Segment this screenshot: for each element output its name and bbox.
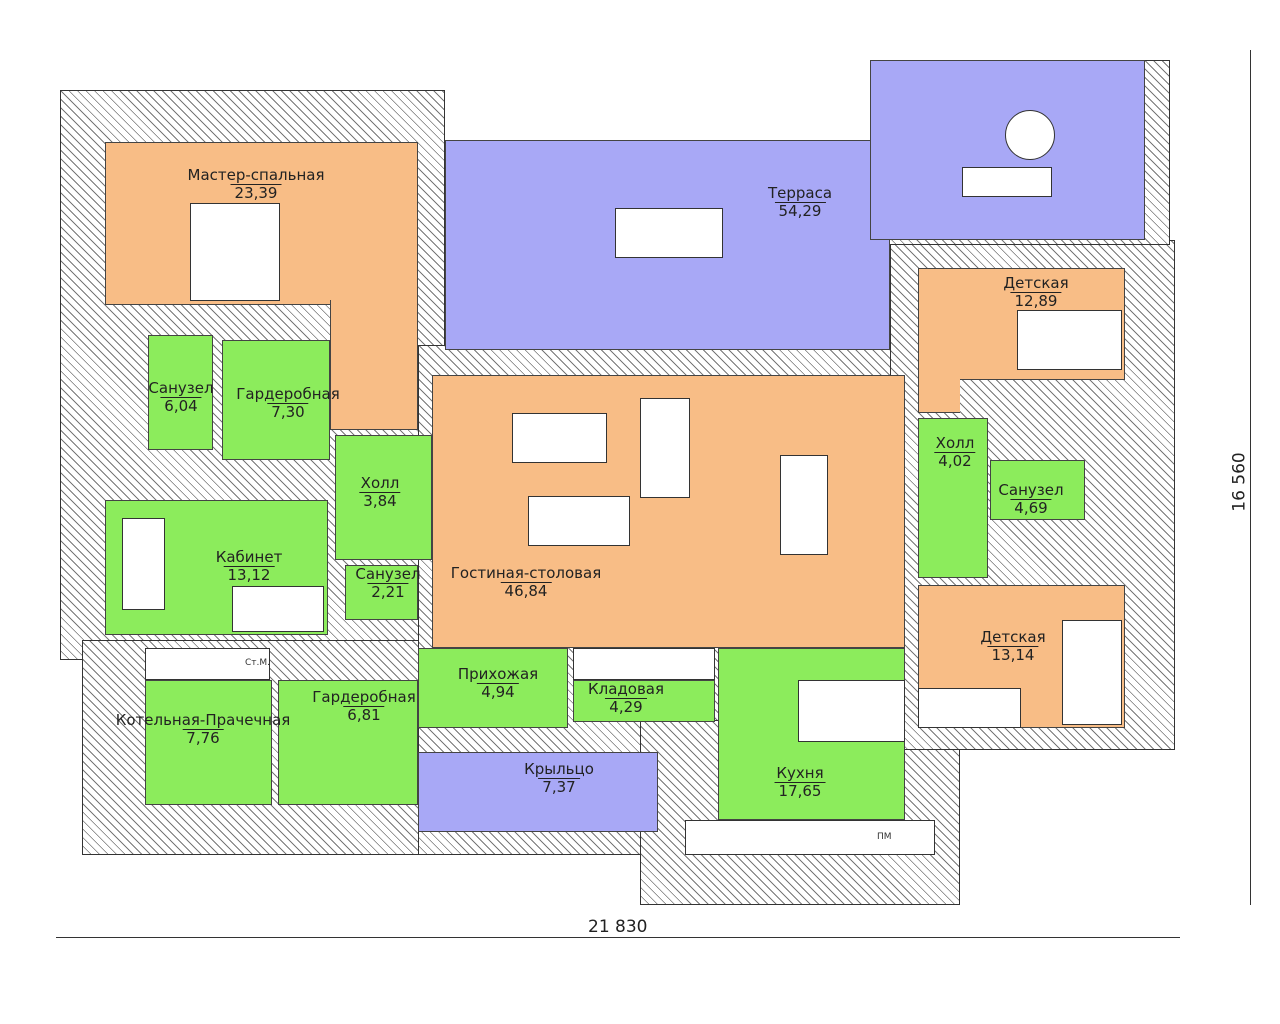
washing-machine-label: Ст.М. bbox=[245, 658, 271, 668]
room-name: Кладовая bbox=[587, 680, 665, 698]
room-area: 4,29 bbox=[605, 698, 647, 716]
room-wardrobe-2 bbox=[278, 680, 418, 805]
room-area: 6,81 bbox=[343, 706, 385, 724]
room-bathroom-1 bbox=[148, 335, 213, 450]
room-name: Гардеробная bbox=[236, 385, 340, 403]
dimension-line-width bbox=[56, 937, 1180, 938]
room-area: 4,94 bbox=[477, 683, 519, 701]
desk-office bbox=[122, 518, 165, 610]
room-name: Кабинет bbox=[215, 548, 283, 566]
bed bbox=[190, 203, 280, 301]
room-area: 7,30 bbox=[267, 403, 309, 421]
room-area: 4,69 bbox=[1010, 499, 1052, 517]
room-kids-1-ext bbox=[918, 268, 960, 413]
room-area: 2,21 bbox=[367, 583, 409, 601]
room-area: 4,02 bbox=[934, 452, 976, 470]
room-name: Крыльцо bbox=[524, 760, 594, 778]
room-area: 13,12 bbox=[223, 566, 275, 584]
dining-table-living bbox=[780, 455, 828, 555]
room-bathroom-3 bbox=[345, 565, 418, 620]
sofa-living-1 bbox=[640, 398, 690, 498]
sofa-office bbox=[232, 586, 324, 632]
room-name: Холл bbox=[360, 474, 400, 492]
round-table-terrace bbox=[1005, 110, 1055, 160]
room-area: 54,29 bbox=[774, 202, 826, 220]
room-area: 23,39 bbox=[230, 184, 282, 202]
room-bathroom-2 bbox=[990, 460, 1085, 520]
room-pantry bbox=[573, 680, 715, 722]
room-terrace-ext bbox=[870, 60, 1145, 240]
bed-kids-1 bbox=[1017, 310, 1122, 370]
room-area: 6,04 bbox=[160, 397, 202, 415]
room-porch bbox=[418, 752, 658, 832]
room-master-bedroom-ext bbox=[330, 300, 418, 430]
room-name: Детская bbox=[1003, 274, 1069, 292]
dimension-line-height bbox=[1250, 50, 1251, 905]
kitchen-island bbox=[798, 680, 905, 742]
dimension-height: 16 560 bbox=[1229, 452, 1250, 512]
pantry-shelves bbox=[573, 648, 715, 680]
room-name: Котельная-Прачечная bbox=[115, 711, 291, 729]
room-area: 46,84 bbox=[500, 582, 552, 600]
desk-kids-2 bbox=[918, 688, 1021, 728]
room-name: Гостиная-столовая bbox=[450, 564, 602, 582]
room-name: Детская bbox=[980, 628, 1046, 646]
room-area: 17,65 bbox=[774, 782, 826, 800]
dimension-width: 21 830 bbox=[588, 917, 648, 937]
room-name: Прихожая bbox=[457, 665, 539, 683]
table-living bbox=[512, 413, 607, 463]
dishwasher-label: ПМ bbox=[877, 832, 892, 842]
sofa-terrace bbox=[962, 167, 1052, 197]
kitchen-counter bbox=[685, 820, 935, 855]
room-name: Терраса bbox=[767, 184, 833, 202]
laundry-counter bbox=[145, 648, 270, 680]
room-wardrobe-1 bbox=[222, 340, 330, 460]
room-name: Санузел bbox=[148, 379, 214, 397]
dining-table-terrace bbox=[615, 208, 723, 258]
room-boiler-laundry bbox=[145, 680, 272, 805]
bed-kids-2 bbox=[1062, 620, 1122, 725]
room-name: Гардеробная bbox=[312, 688, 416, 706]
room-area: 7,76 bbox=[182, 729, 224, 747]
room-name: Санузел bbox=[355, 565, 421, 583]
room-area: 12,89 bbox=[1010, 292, 1062, 310]
room-hall-1 bbox=[335, 435, 432, 560]
room-name: Кухня bbox=[776, 764, 824, 782]
room-area: 7,37 bbox=[538, 778, 580, 796]
sofa-living-2 bbox=[528, 496, 630, 546]
room-area: 13,14 bbox=[987, 646, 1039, 664]
room-entrance-hall bbox=[418, 648, 568, 728]
room-area: 3,84 bbox=[359, 492, 401, 510]
room-name: Санузел bbox=[998, 481, 1064, 499]
room-name: Мастер-спальная bbox=[187, 166, 325, 184]
room-name: Холл bbox=[935, 434, 975, 452]
room-hall-2 bbox=[918, 418, 988, 578]
